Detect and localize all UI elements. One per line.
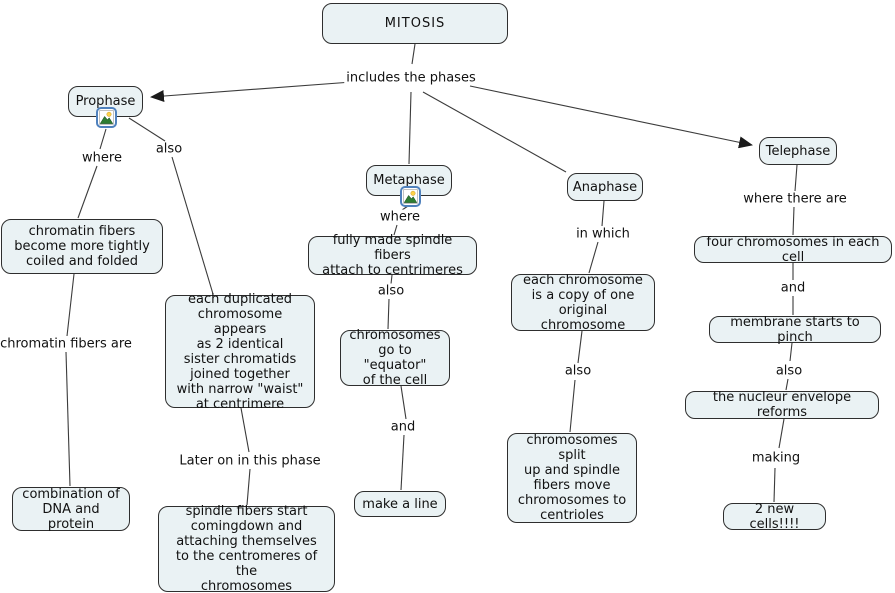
connector-line — [469, 85, 753, 149]
edge-label-also-prophase[interactable]: also — [153, 141, 185, 157]
connector-line — [577, 330, 583, 364]
connector-line — [390, 274, 393, 285]
connector-line — [99, 128, 107, 150]
connector-line — [773, 467, 776, 503]
node-make-a-line[interactable]: make a line — [354, 491, 446, 517]
metaphase-image-icon[interactable] — [400, 186, 421, 207]
node-nucleur-envelope-reforms[interactable]: the nucleur envelope reforms — [685, 390, 879, 420]
edge-label-also-anaphase[interactable]: also — [562, 363, 594, 379]
edge-label-where-there-are[interactable]: where there are — [741, 191, 849, 207]
node-chromatin-fibers[interactable]: chromatin fibers become more tightly coi… — [1, 219, 163, 274]
node-four-chromosomes[interactable]: four chromosomes in each cell — [694, 235, 892, 265]
node-mitosis[interactable]: MITOSIS — [322, 3, 508, 44]
edge-label-making[interactable]: making — [749, 450, 803, 466]
connector-line — [400, 434, 405, 491]
node-fully-made-spindle-fibers[interactable]: fully made spindle fibers attach to cent… — [308, 233, 477, 278]
node-chromosomes-equator[interactable]: chromosomes go to "equator" of the cell — [340, 328, 450, 388]
prophase-image-icon[interactable] — [96, 107, 117, 128]
node-combination-dna-protein[interactable]: combination of DNA and protein — [12, 487, 130, 532]
edge-label-in-which[interactable]: in which — [574, 226, 632, 242]
node-chromosomes-split[interactable]: chromosomes split up and spindle fibers … — [507, 433, 637, 523]
connector-line — [128, 117, 166, 142]
connector-line — [387, 298, 390, 330]
edge-label-where-prophase[interactable]: where — [80, 150, 124, 166]
connector-line — [171, 156, 214, 295]
node-each-duplicated-chromosome[interactable]: each duplicated chromosome appears as 2 … — [165, 292, 315, 412]
connector-line — [794, 164, 798, 192]
node-spindle-fibers-start[interactable]: spindle fibers start comingdown and atta… — [158, 504, 335, 593]
connector-line — [408, 91, 412, 165]
node-two-new-cells[interactable]: 2 new cells!!!! — [723, 502, 826, 532]
edge-label-also-metaphase[interactable]: also — [375, 283, 407, 299]
edge-label-and-metaphase[interactable]: and — [388, 419, 418, 435]
connector-line — [569, 379, 576, 433]
connector-line — [422, 91, 567, 173]
connector-line — [601, 200, 605, 227]
connector-line — [240, 407, 250, 453]
connector-line — [778, 418, 785, 449]
connector-line — [66, 273, 75, 337]
connector-line — [77, 165, 98, 219]
connector-line — [785, 378, 789, 391]
connector-line — [393, 224, 398, 236]
connector-line — [789, 342, 793, 362]
edge-label-chromatin-fibers-are[interactable]: chromatin fibers are — [0, 336, 134, 352]
connector-line — [150, 81, 353, 103]
edge-label-includes-the-phases[interactable]: includes the phases — [344, 70, 478, 86]
connector-line — [400, 385, 407, 420]
node-anaphase[interactable]: Anaphase — [567, 173, 643, 201]
connector-line — [588, 241, 599, 274]
node-membrane-pinch[interactable]: membrane starts to pinch — [709, 315, 881, 345]
edge-label-also-telephase[interactable]: also — [773, 363, 805, 379]
connector-line — [792, 206, 795, 236]
connector-line — [65, 351, 71, 487]
connector-line — [246, 468, 251, 506]
node-each-chromosome-copy[interactable]: each chromosome is a copy of one origina… — [511, 273, 655, 333]
edge-label-later-on-in-this-phase[interactable]: Later on in this phase — [177, 453, 323, 469]
edge-label-where-metaphase[interactable]: where — [378, 209, 422, 225]
edge-label-and-telephase[interactable]: and — [778, 280, 808, 296]
node-telephase[interactable]: Telephase — [759, 137, 837, 165]
connector-line — [411, 43, 416, 65]
